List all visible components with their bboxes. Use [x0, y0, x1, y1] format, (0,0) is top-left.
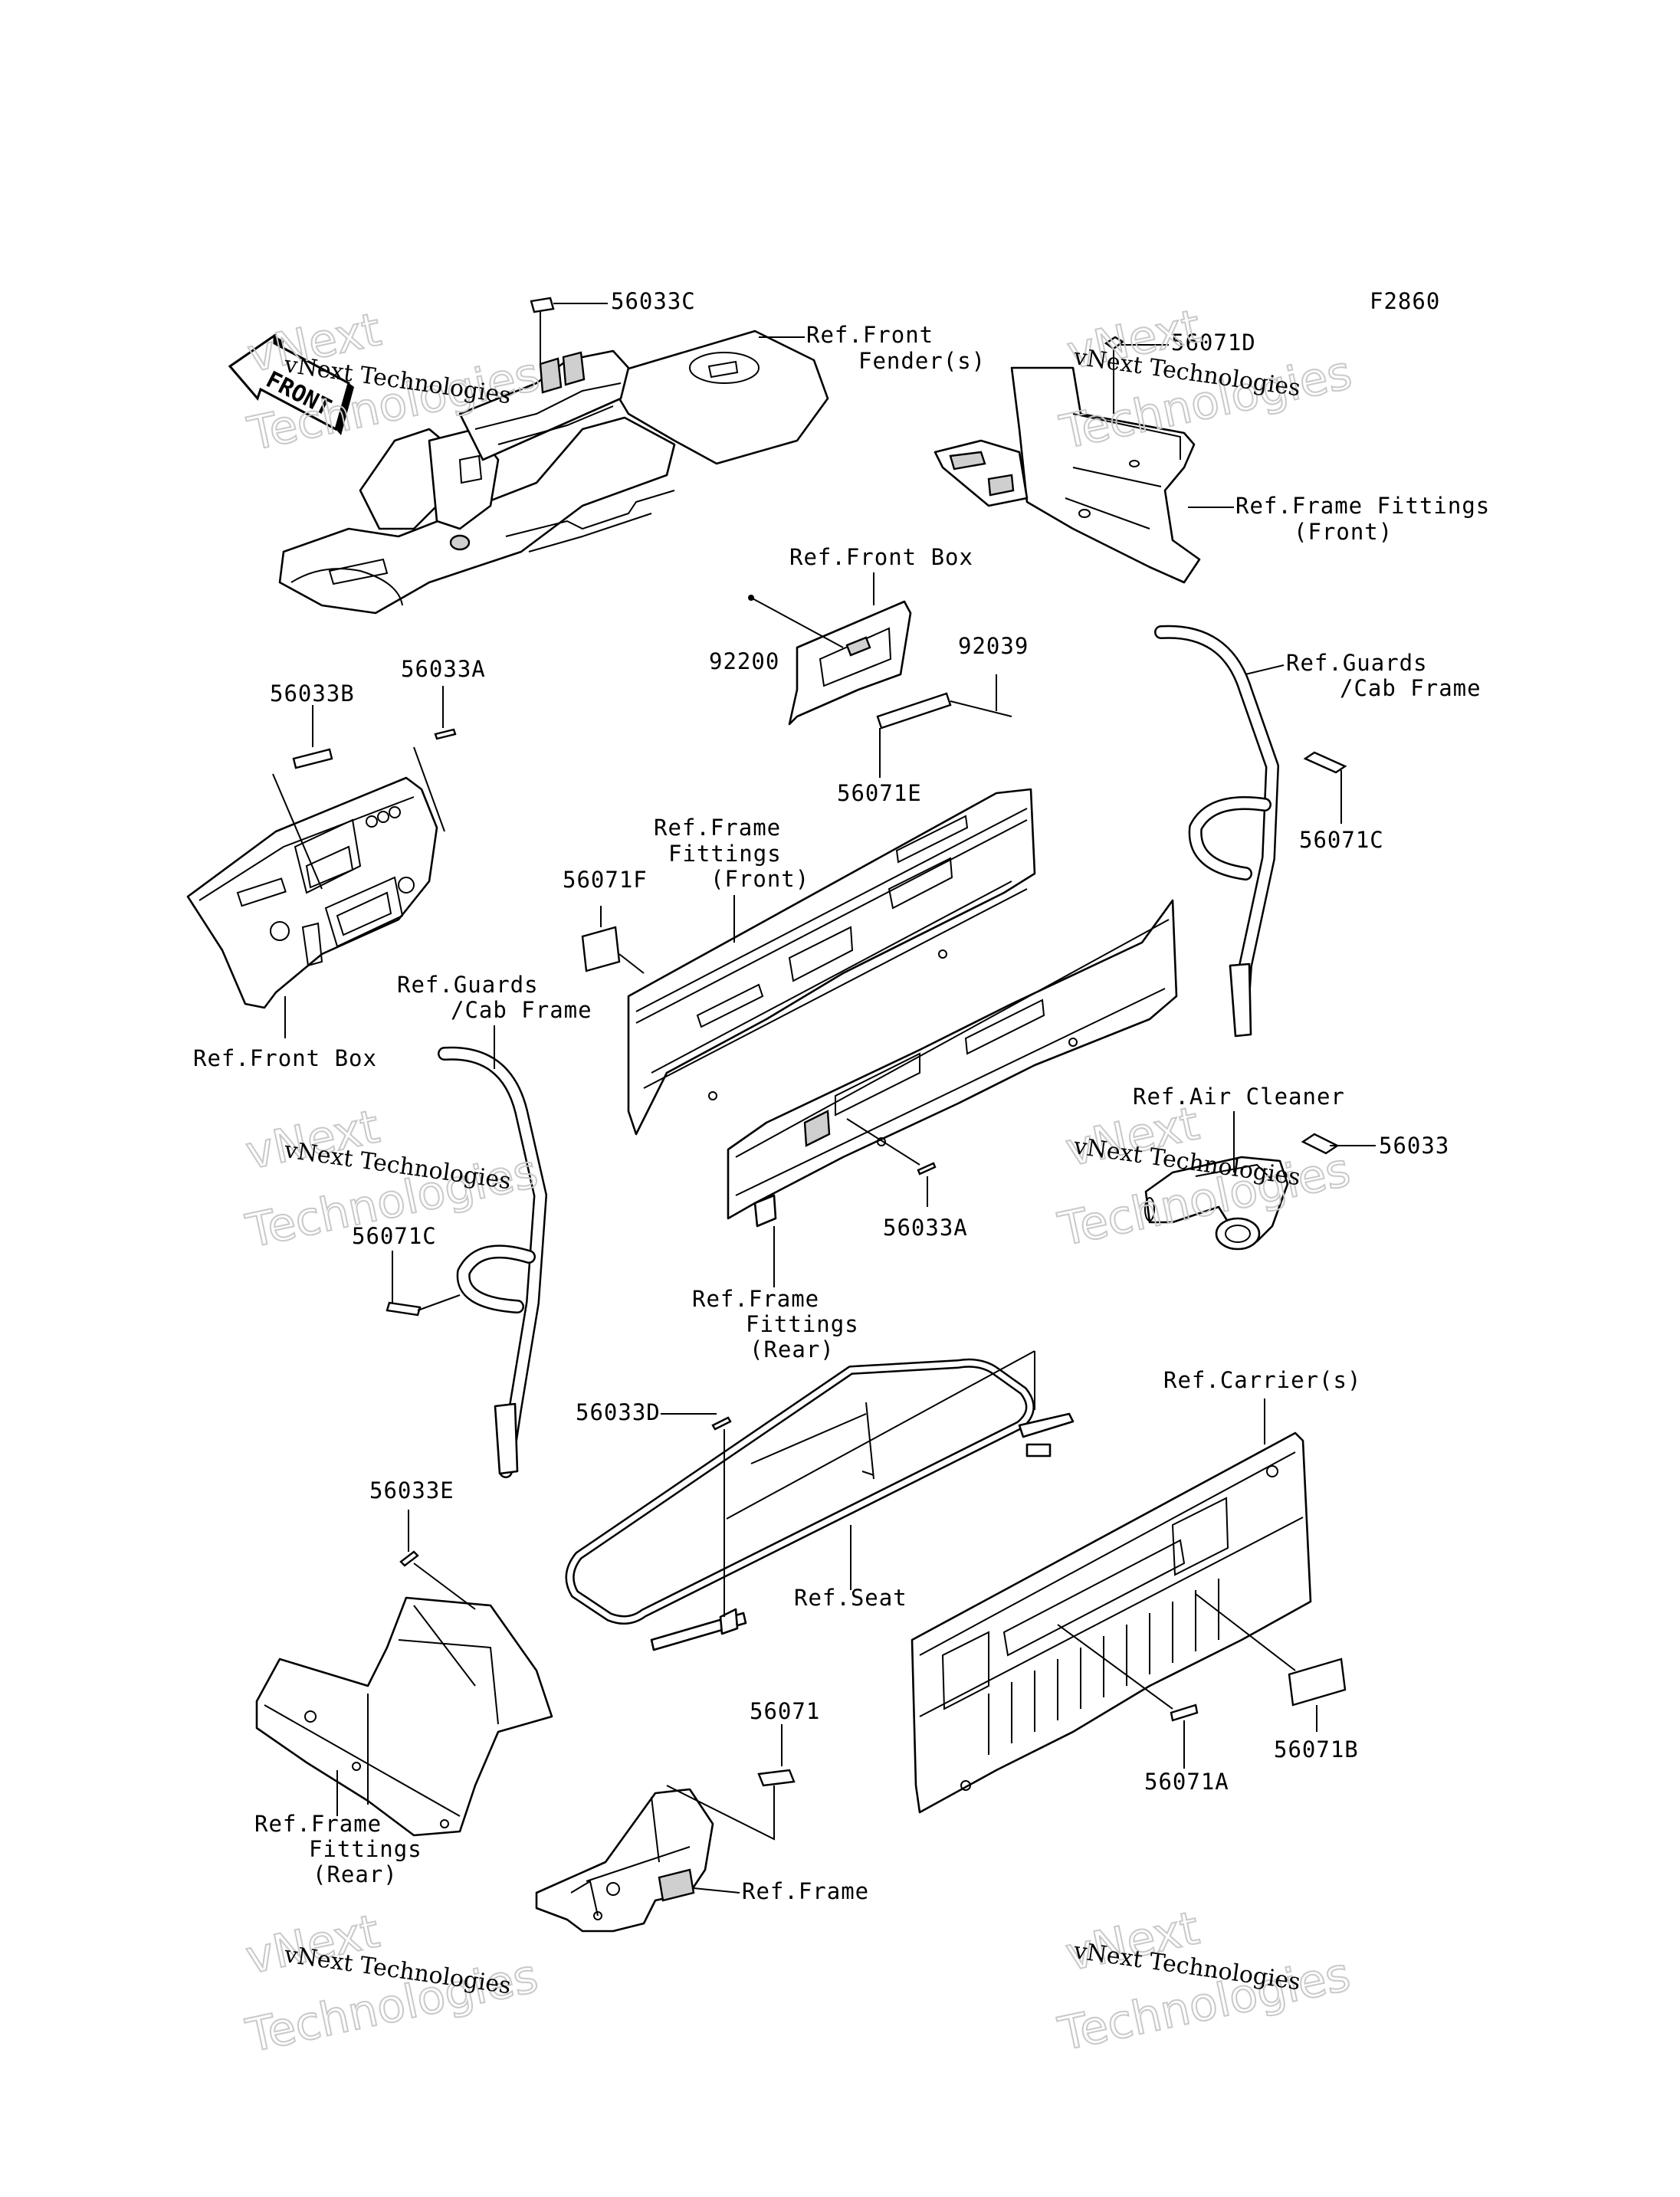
- label-ref-front-box-b: Ref.Front Box: [193, 1045, 377, 1071]
- frame-bracket: [535, 1788, 714, 1933]
- label-56033A-b: 56033A: [883, 1215, 968, 1241]
- decal-56033E: [399, 1550, 419, 1567]
- label-ref-air-cleaner: Ref.Air Cleaner: [1133, 1084, 1345, 1110]
- label-ref-guards-b2: /Cab Frame: [451, 997, 592, 1023]
- decal-56071F: [581, 926, 621, 972]
- label-56033C: 56033C: [611, 288, 696, 314]
- label-56033D: 56033D: [576, 1399, 661, 1425]
- label-ref-carriers: Ref.Carrier(s): [1163, 1367, 1361, 1393]
- decal-56033B: [292, 748, 333, 769]
- decal-56071B: [1288, 1658, 1347, 1707]
- decal-56033A-a: [434, 728, 457, 740]
- label-ref-frame-fittings-front-b1: Ref.Frame: [654, 815, 781, 841]
- label-ref-frame-fittings-rear-a2: Fittings: [746, 1311, 859, 1337]
- decal-56033C: [530, 297, 555, 313]
- frame-fittings-front-panel: [627, 788, 1036, 1136]
- label-ref-frame: Ref.Frame: [742, 1878, 869, 1904]
- label-56071C-a: 56071C: [1299, 827, 1384, 853]
- label-ref-guards-b1: Ref.Guards: [397, 972, 539, 998]
- label-ref-frame-fittings-front-a2: (Front): [1294, 519, 1393, 545]
- label-ref-front-fender-1: Ref.Front: [806, 322, 934, 348]
- label-56071C-b: 56071C: [352, 1223, 437, 1249]
- decal-56033A-b: [917, 1162, 937, 1176]
- label-56071: 56071: [750, 1698, 820, 1724]
- front-box-lid: [788, 600, 912, 726]
- label-56033B: 56033B: [270, 680, 355, 707]
- label-92200: 92200: [709, 648, 779, 674]
- label-56071D: 56071D: [1171, 330, 1256, 356]
- label-56071A: 56071A: [1144, 1769, 1229, 1795]
- label-ref-frame-fittings-rear-a3: (Rear): [750, 1336, 835, 1362]
- decal-56071C-b: [386, 1301, 422, 1317]
- label-56071B: 56071B: [1274, 1736, 1359, 1763]
- carrier: [911, 1431, 1312, 1814]
- guards-cab-frame-right: [1154, 625, 1279, 1038]
- label-56071F: 56071F: [563, 867, 648, 893]
- guards-cab-frame-left: [438, 1046, 547, 1478]
- label-ref-guards-a2: /Cab Frame: [1340, 675, 1481, 701]
- label-ref-front-fender-2: Fender(s): [858, 348, 986, 374]
- label-ref-guards-a1: Ref.Guards: [1286, 650, 1428, 676]
- label-ref-frame-fittings-front-a1: Ref.Frame Fittings: [1235, 493, 1490, 519]
- decal-56071A: [1170, 1703, 1199, 1722]
- label-ref-seat: Ref.Seat: [794, 1585, 907, 1611]
- frame-fittings-rear-panel: [727, 899, 1178, 1228]
- label-92039: 92039: [958, 633, 1029, 659]
- decal-56071D: [1104, 336, 1125, 350]
- label-ref-frame-fittings-front-b2: Fittings: [668, 841, 782, 867]
- decal-56071C-a: [1303, 751, 1347, 774]
- label-56033E: 56033E: [369, 1477, 454, 1503]
- decal-56071: [757, 1769, 796, 1787]
- air-cleaner: [1144, 1156, 1289, 1251]
- label-56071E: 56071E: [837, 780, 922, 806]
- frame-fittings-rear-bracket: [255, 1596, 553, 1837]
- decal-56033D: [711, 1416, 732, 1431]
- front-floor-assembly: [278, 330, 829, 615]
- figure-code: F2860: [1370, 288, 1440, 314]
- label-ref-front-box-a: Ref.Front Box: [789, 544, 973, 570]
- label-ref-frame-fittings-rear-a1: Ref.Frame: [692, 1286, 819, 1312]
- label-ref-frame-fittings-front-b3: (Front): [710, 866, 809, 892]
- decal-56071E: [876, 692, 952, 730]
- label-56033: 56033: [1379, 1133, 1449, 1159]
- label-ref-frame-fittings-rear-b3: (Rear): [313, 1861, 398, 1887]
- label-ref-frame-fittings-rear-b1: Ref.Frame: [254, 1811, 382, 1837]
- seat-frame: [565, 1358, 1075, 1651]
- label-56033A-a: 56033A: [401, 656, 486, 682]
- label-ref-frame-fittings-rear-b2: Fittings: [309, 1836, 422, 1862]
- front-box-dash: [186, 776, 438, 1009]
- frame-fittings-front-bracket: [934, 366, 1201, 584]
